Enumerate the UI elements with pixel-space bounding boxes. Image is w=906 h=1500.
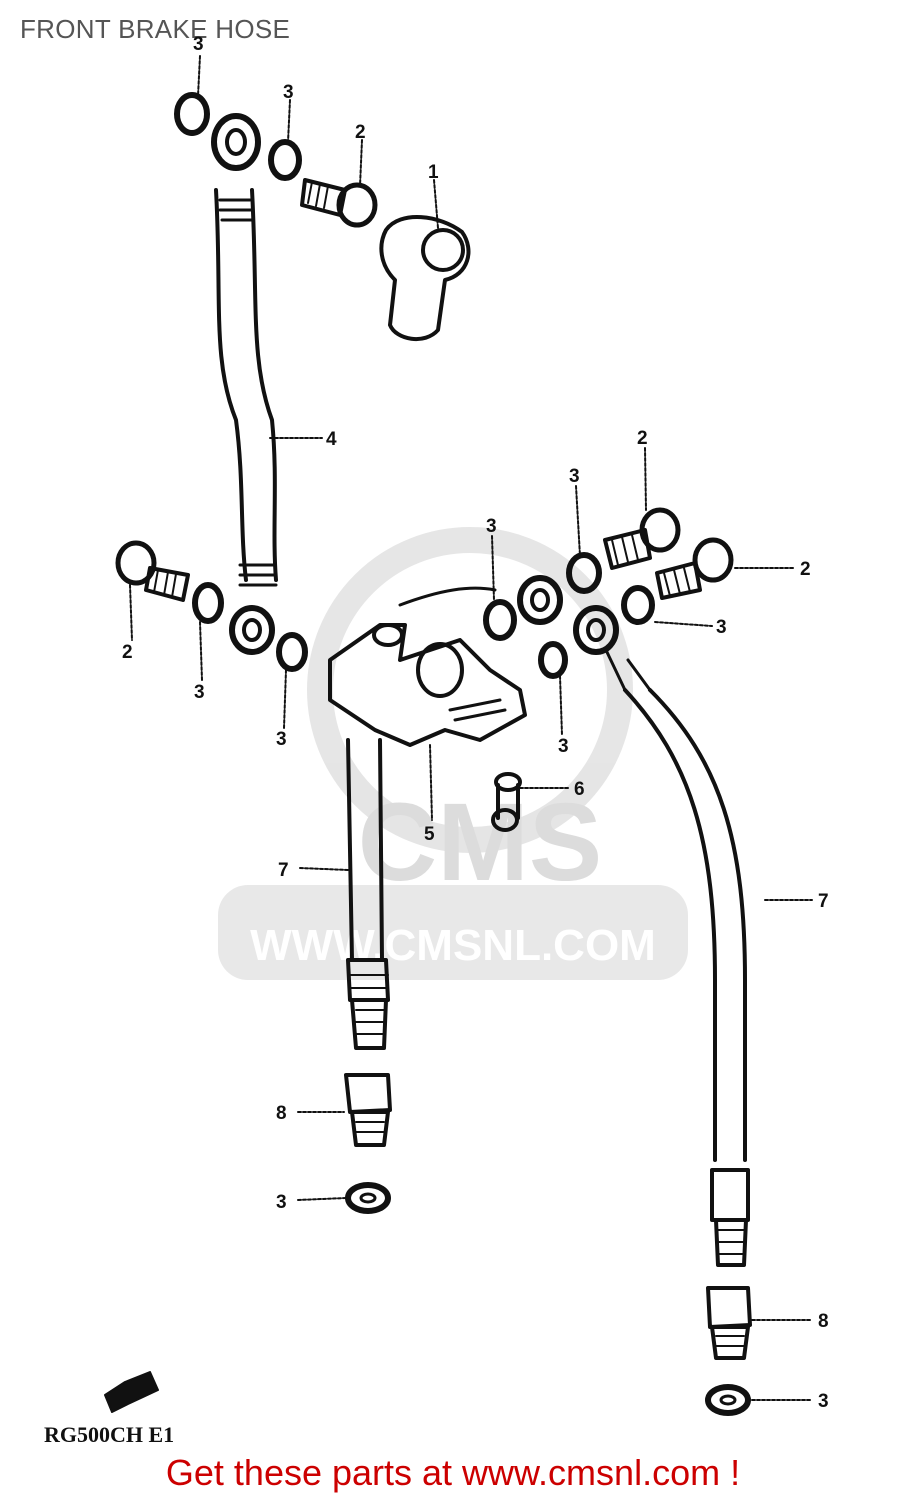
callout-2-right: 2 xyxy=(800,559,811,580)
callout-2-top: 2 xyxy=(355,122,366,143)
callout-7-right: 7 xyxy=(818,891,829,912)
union-bolt-right-lower xyxy=(655,537,734,600)
hose-fitting-left xyxy=(344,1073,392,1147)
callout-3-center-low: 3 xyxy=(558,736,569,757)
washer-left-lower xyxy=(276,632,308,672)
parts-diagram: CMS WWW.CMSNL.COM xyxy=(44,34,829,1447)
callout-2-left: 2 xyxy=(122,642,133,663)
callout-3-center: 3 xyxy=(486,516,497,537)
union-bolt-left xyxy=(115,540,224,624)
union-bolt-right-upper xyxy=(603,507,681,570)
watermark-url: WWW.CMSNL.COM xyxy=(250,921,656,970)
callout-3-top: 3 xyxy=(283,82,294,103)
callout-3-right: 3 xyxy=(716,617,727,638)
front-direction-arrow xyxy=(104,1371,159,1413)
union-bolt-upper xyxy=(300,178,378,228)
callout-5: 5 xyxy=(424,824,435,845)
page-title: FRONT BRAKE HOSE xyxy=(20,14,291,44)
leader-lines xyxy=(129,55,813,1401)
callout-7-left: 7 xyxy=(278,860,289,881)
lower-left-hose xyxy=(346,738,390,1050)
washer-upper-right xyxy=(268,139,302,181)
callout-3-right-bottom: 3 xyxy=(818,1391,829,1412)
callout-3-left: 3 xyxy=(194,682,205,703)
callout-3-right-top: 3 xyxy=(569,466,580,487)
washer-right-bottom xyxy=(705,1384,751,1416)
banjo-center xyxy=(517,575,563,625)
cms-watermark: CMS WWW.CMSNL.COM xyxy=(218,527,688,980)
callout-3-left-bottom: 3 xyxy=(276,1192,287,1213)
washer-upper-left xyxy=(174,92,210,136)
callout-3-top-left: 3 xyxy=(193,34,204,55)
callout-4: 4 xyxy=(326,429,337,450)
washer-center-a xyxy=(483,599,517,641)
watermark-brand: CMS xyxy=(358,781,602,904)
footer-link-text[interactable]: Get these parts at www.cmsnl.com ! xyxy=(165,1452,741,1493)
callout-3-left-lower: 3 xyxy=(276,729,287,750)
washer-center-b xyxy=(538,641,568,679)
callout-2-right-top: 2 xyxy=(637,428,648,449)
hose-fitting-right xyxy=(706,1286,752,1360)
callout-8-right: 8 xyxy=(818,1311,829,1332)
lower-right-hose xyxy=(573,605,750,1267)
banjo-union-part-1 xyxy=(379,215,471,342)
callout-6: 6 xyxy=(574,779,585,800)
model-code: RG500CH E1 xyxy=(44,1422,174,1447)
washer-right-b xyxy=(621,585,655,625)
callout-8-left: 8 xyxy=(276,1103,287,1124)
upper-brake-hose xyxy=(211,113,278,655)
mounting-bolt-part-6 xyxy=(491,772,522,832)
brake-joint-part-5 xyxy=(328,586,527,747)
washer-right-a xyxy=(566,552,602,594)
callout-numbers: 3 3 2 1 4 2 3 3 3 3 2 2 3 3 5 6 7 7 8 3 … xyxy=(122,34,829,1412)
callout-1: 1 xyxy=(428,162,439,183)
washer-left-bottom xyxy=(345,1182,391,1214)
